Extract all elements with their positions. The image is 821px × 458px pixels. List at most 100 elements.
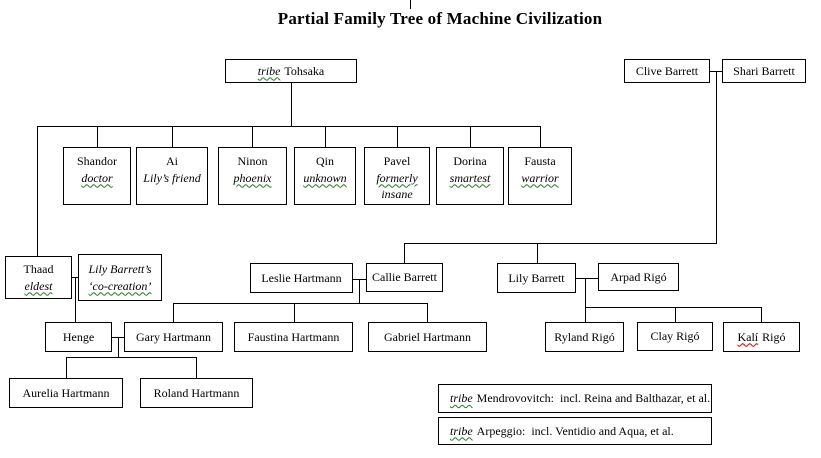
connector-tohsaka-drop <box>291 83 292 126</box>
node-role: doctor <box>81 170 113 185</box>
tribe-members: Arpeggio: incl. Ventidio and Aqua, et al… <box>476 423 674 438</box>
node-aurelia-hartmann[interactable]: Aurelia Hartmann <box>9 378 123 408</box>
connector-top-stub <box>410 0 411 9</box>
node-leslie-hartmann[interactable]: Leslie Hartmann <box>250 263 353 293</box>
node-label: Qin <box>316 154 334 168</box>
node-role: smartest <box>449 170 491 185</box>
node-label: Arpad Rigó <box>610 269 667 284</box>
connector-faustina-drop <box>294 303 295 322</box>
node-label-first-word: Kalí <box>737 329 759 344</box>
node-label: Fausta <box>524 154 556 168</box>
node-label: Ninon <box>237 154 268 168</box>
node-clive-barrett[interactable]: Clive Barrett <box>624 59 710 83</box>
node-label: Roland Hartmann <box>153 385 240 400</box>
node-pavel[interactable]: Pavel formerly insane <box>364 147 430 205</box>
connector-lily-arpad-marriage <box>576 278 598 279</box>
connector-clay-drop <box>675 307 676 322</box>
tribe-word: tribe <box>450 423 473 438</box>
tribe-word: tribe <box>450 391 473 406</box>
node-label: Ai <box>166 154 178 168</box>
node-ninon[interactable]: Ninon phoenix <box>218 147 287 205</box>
node-lily-barrett[interactable]: Lily Barrett <box>497 263 576 293</box>
node-label: Leslie Hartmann <box>261 270 342 285</box>
node-label: Thaad <box>23 261 54 276</box>
node-label: Gabriel Hartmann <box>384 329 471 344</box>
page-title: Partial Family Tree of Machine Civilizat… <box>277 9 603 28</box>
connector-henge-children-bus <box>66 357 197 358</box>
node-role: unknown <box>303 170 347 185</box>
tribe-members: Mendrovovitch: incl. Reina and Balthazar… <box>476 391 711 406</box>
node-label: Clay Rigó <box>650 329 700 344</box>
connector-pavel-drop <box>397 126 398 147</box>
node-label: Lily Barrett’s <box>88 261 152 276</box>
node-role: phoenix <box>233 170 272 185</box>
connector-ai-drop <box>172 126 173 147</box>
tribe-word: tribe <box>257 63 281 78</box>
node-shari-barrett[interactable]: Shari Barrett <box>722 59 806 83</box>
node-role-2: insane <box>381 187 413 202</box>
node-label: Ryland Rigó <box>554 329 615 344</box>
node-callie-barrett[interactable]: Callie Barrett <box>366 263 443 292</box>
connector-qin-drop <box>325 126 326 147</box>
connector-gabriel-drop <box>427 303 428 322</box>
connector-ninon-drop <box>252 126 253 147</box>
node-label: Callie Barrett <box>372 270 437 285</box>
node-label: Dorina <box>453 154 487 168</box>
connector-thaad-drop <box>37 126 38 256</box>
connector-dorina-drop <box>470 126 471 147</box>
node-faustina-hartmann[interactable]: Faustina Hartmann <box>234 322 353 352</box>
connector-henge-gary-drop <box>118 337 119 357</box>
node-ryland-rigo[interactable]: Ryland Rigó <box>545 322 624 352</box>
connector-hartmann-children-bus <box>173 303 428 304</box>
connector-shandor-drop <box>97 126 98 147</box>
connector-roland-drop <box>196 357 197 378</box>
connector-tohsaka-children-bus <box>37 126 541 127</box>
connector-barrett-children-bus <box>404 243 717 244</box>
node-shandor[interactable]: Shandor doctor <box>63 147 131 205</box>
connector-aurelia-drop <box>66 357 67 378</box>
node-roland-hartmann[interactable]: Roland Hartmann <box>140 378 253 408</box>
node-gabriel-hartmann[interactable]: Gabriel Hartmann <box>368 322 487 352</box>
connector-rigo-parent-drop <box>585 278 586 307</box>
node-dorina[interactable]: Dorina smartest <box>436 147 504 205</box>
node-role: eldest <box>24 278 53 293</box>
node-henge[interactable]: Henge <box>45 322 112 352</box>
node-ai[interactable]: Ai Lily’s friend <box>136 147 208 205</box>
connector-fausta-drop <box>540 126 541 147</box>
node-qin[interactable]: Qin unknown <box>294 147 356 205</box>
node-label: Shari Barrett <box>733 63 795 78</box>
node-clay-rigo[interactable]: Clay Rigó <box>637 322 713 351</box>
node-role: ‘co-creation’ <box>88 278 152 293</box>
node-lily-barretts-co-creation[interactable]: Lily Barrett’s ‘co-creation’ <box>78 254 162 301</box>
node-label: Aurelia Hartmann <box>22 385 110 400</box>
connector-hartmann-parent-drop <box>359 279 360 303</box>
connector-callie-drop <box>404 243 405 263</box>
tribe-name: Tohsaka <box>284 63 325 78</box>
node-role: Lily’s friend <box>143 170 201 185</box>
connector-gary-drop <box>173 303 174 322</box>
connector-henge-drop <box>75 277 76 322</box>
node-label: Gary Hartmann <box>136 329 211 344</box>
node-label: Henge <box>62 329 95 344</box>
node-fausta[interactable]: Fausta warrior <box>508 147 572 205</box>
node-label: Shandor <box>77 154 117 168</box>
node-label: Faustina Hartmann <box>247 329 340 344</box>
connector-kali-drop <box>761 307 762 322</box>
node-label: Pavel <box>383 154 411 168</box>
node-role: formerly <box>376 170 418 185</box>
node-thaad[interactable]: Thaad eldest <box>5 256 72 299</box>
node-role: warrior <box>521 170 559 185</box>
node-gary-hartmann[interactable]: Gary Hartmann <box>124 322 223 352</box>
node-arpad-rigo[interactable]: Arpad Rigó <box>598 263 679 291</box>
connector-lily-drop <box>537 243 538 263</box>
connector-barrett-drop <box>716 71 717 243</box>
connector-ryland-drop <box>585 307 586 322</box>
node-label-second-word: Rigó <box>762 329 786 344</box>
connector-rigo-children-bus <box>585 307 762 308</box>
node-label: Lily Barrett <box>508 270 565 285</box>
